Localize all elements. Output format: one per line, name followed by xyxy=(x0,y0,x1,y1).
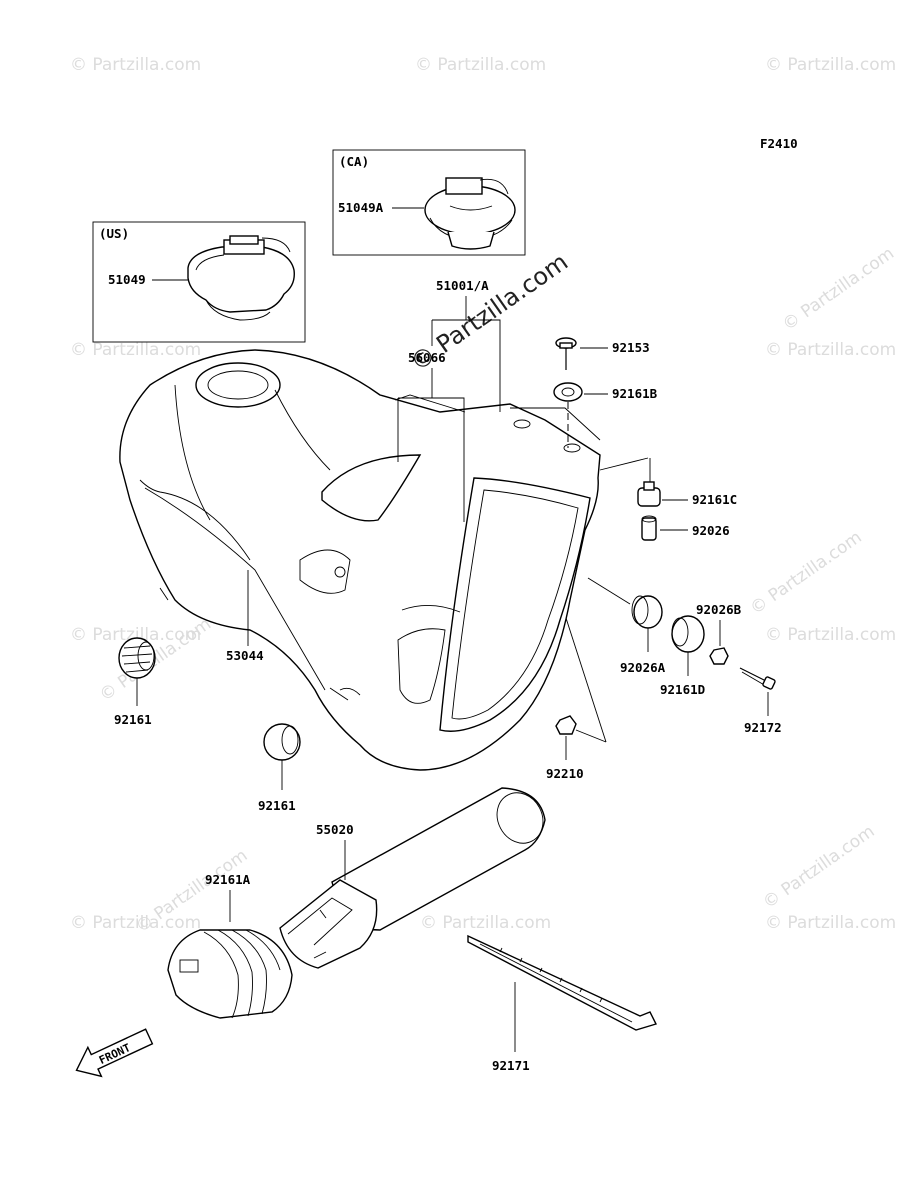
watermark: © Partzilla.com xyxy=(779,243,898,335)
label-92161-lower: 92161 xyxy=(258,798,296,813)
damper-92161c xyxy=(637,481,661,507)
label-92171: 92171 xyxy=(492,1058,530,1073)
front-arrow: FRONT xyxy=(75,1028,154,1078)
damper-92161-left xyxy=(118,637,156,679)
damper-92161a xyxy=(167,929,293,1019)
label-92026a: 92026A xyxy=(620,660,666,675)
watermark: © Partzilla.com xyxy=(765,55,896,75)
watermark: © Partzilla.com xyxy=(415,55,546,75)
ca-tag: (CA) xyxy=(339,154,369,169)
watermark: © Partzilla.com xyxy=(765,340,896,360)
watermark: © Partzilla.com xyxy=(70,913,201,933)
label-51001a: 51001/A xyxy=(436,278,489,293)
collar-92026a xyxy=(631,595,663,629)
damper-92161-lower xyxy=(263,723,301,761)
watermark: © Partzilla.com xyxy=(759,821,878,913)
label-92161-left: 92161 xyxy=(114,712,152,727)
label-51049a: 51049A xyxy=(338,200,384,215)
ca-cap-box: (CA) 51049A xyxy=(332,149,526,256)
label-92026b: 92026B xyxy=(696,602,742,617)
us-box-frame xyxy=(92,221,306,343)
bolt-92153 xyxy=(555,337,577,370)
label-51049: 51049 xyxy=(108,272,146,287)
watermark: © Partzilla.com xyxy=(765,625,896,645)
label-53044: 53044 xyxy=(226,648,264,663)
label-92161d: 92161D xyxy=(660,682,705,697)
band-92171 xyxy=(467,934,657,1031)
label-92161a: 92161A xyxy=(205,872,251,887)
label-92153: 92153 xyxy=(612,340,650,355)
nut-92026b xyxy=(709,647,729,665)
watermark: © Partzilla.com xyxy=(70,625,201,645)
watermark: © Partzilla.com xyxy=(765,913,896,933)
label-55020: 55020 xyxy=(316,822,354,837)
watermark: © Partzilla.com xyxy=(420,913,551,933)
fuel-cap-us xyxy=(187,235,295,321)
decal-pad xyxy=(321,454,422,522)
label-92172: 92172 xyxy=(744,720,782,735)
bolt-92172 xyxy=(739,667,776,690)
watermark: © Partzilla.com xyxy=(70,55,201,75)
damper-92161d xyxy=(671,615,705,653)
watermark: © Partzilla.com xyxy=(747,527,866,619)
us-tag: (US) xyxy=(99,226,129,241)
label-92026: 92026 xyxy=(692,523,730,538)
us-cap-box: (US) 51049 xyxy=(92,221,306,343)
side-panel xyxy=(439,477,591,732)
figure-code: F2410 xyxy=(760,136,798,151)
damper-92161b xyxy=(553,382,583,402)
label-92161c: 92161C xyxy=(692,492,737,507)
fuel-tank xyxy=(119,349,601,771)
tank-filler-neck xyxy=(195,362,281,408)
collar-92026 xyxy=(641,515,657,541)
watermark: © Partzilla.com xyxy=(70,340,201,360)
label-92210: 92210 xyxy=(546,766,584,781)
label-92161b: 92161B xyxy=(612,386,658,401)
nut-92210 xyxy=(555,715,577,735)
ca-box-frame xyxy=(332,149,526,256)
label-56066: 56066 xyxy=(408,350,446,365)
fuel-cap-ca xyxy=(424,177,516,250)
cover-55020 xyxy=(279,787,546,969)
